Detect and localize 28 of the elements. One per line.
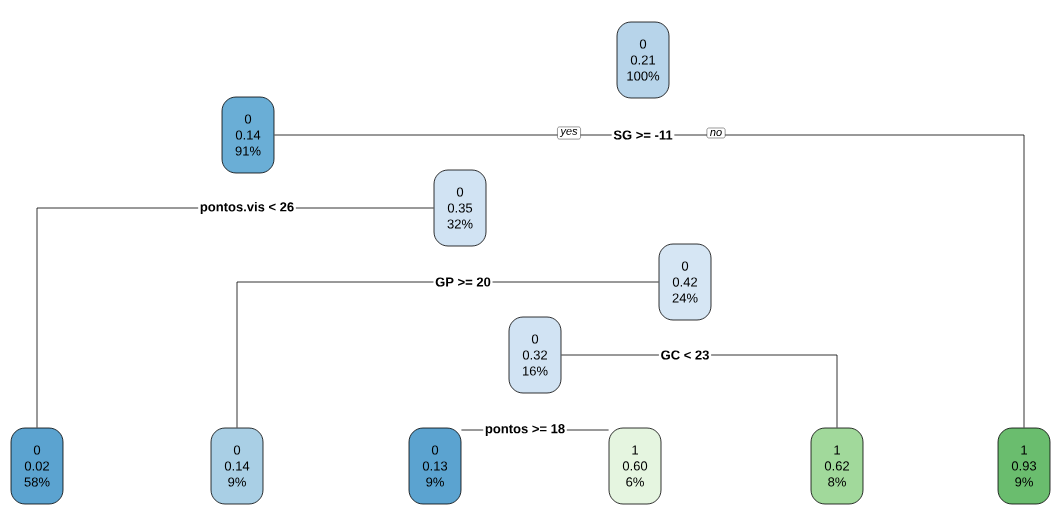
split-label: pontos.vis < 26: [198, 200, 296, 216]
tree-node-box: 0 0.42 24%: [658, 243, 712, 321]
tree-node-box: 1 0.62 8%: [810, 427, 864, 505]
tree-node-box: 0 0.21 100%: [616, 21, 670, 99]
tree-node-box: 0 0.13 9%: [408, 427, 462, 505]
split-label: pontos >= 18: [483, 422, 567, 438]
tree-branch: [561, 354, 660, 356]
tree-branch: [461, 429, 484, 431]
split-label: GC < 23: [659, 348, 711, 362]
tree-node-box: 0 0.35 32%: [433, 169, 487, 247]
tree-node-box: 1 0.93 9%: [997, 427, 1051, 505]
edge-label: yes: [557, 126, 581, 140]
split-label: GP >= 20: [433, 275, 493, 289]
tree-branch: [36, 207, 199, 428]
tree-node-box: 0 0.14 91%: [221, 96, 275, 174]
split-label: SG >= -11: [611, 128, 675, 142]
tree-branch: [274, 134, 613, 136]
tree-branch: [492, 281, 659, 283]
tree-branch: [673, 134, 1025, 428]
tree-branch: [566, 429, 609, 431]
tree-node-box: 1 0.60 6%: [608, 427, 662, 505]
tree-branch: [710, 354, 838, 428]
tree-node-box: 0 0.02 58%: [10, 427, 64, 505]
tree-branch: [295, 207, 434, 209]
tree-node-box: 0 0.14 9%: [210, 427, 264, 505]
tree-branch: [236, 281, 434, 428]
tree-node-box: 0 0.32 16%: [508, 316, 562, 394]
edge-label: no: [706, 127, 726, 139]
